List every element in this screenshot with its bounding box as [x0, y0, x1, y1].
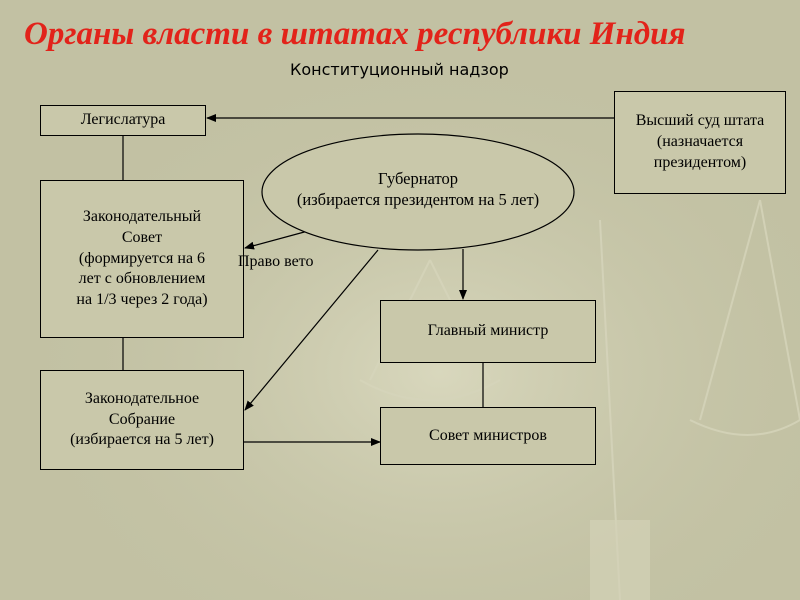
edge-governor-council: [244, 230, 309, 250]
veto-label: Право вето: [238, 253, 314, 270]
governor-label: Губернатор (избирается президентом на 5 …: [296, 169, 540, 210]
high-court-box: Высший суд штата (назначается президенто…: [614, 91, 786, 194]
legislative-council-box: Законодательный Совет (формируется на 6 …: [40, 180, 244, 338]
legislature-box: Легислатура: [40, 105, 206, 136]
edge-governor-assembly: [244, 249, 379, 411]
constitutional-oversight-label: Конституционный надзор: [290, 60, 509, 79]
page-title: Органы власти в штатах республики Индия: [24, 16, 686, 52]
governor-ellipse: [261, 133, 575, 251]
legislative-assembly-box: Законодательное Собрание (избирается на …: [40, 370, 244, 470]
council-of-ministers-box: Совет министров: [380, 407, 596, 465]
chief-minister-box: Главный министр: [380, 300, 596, 363]
